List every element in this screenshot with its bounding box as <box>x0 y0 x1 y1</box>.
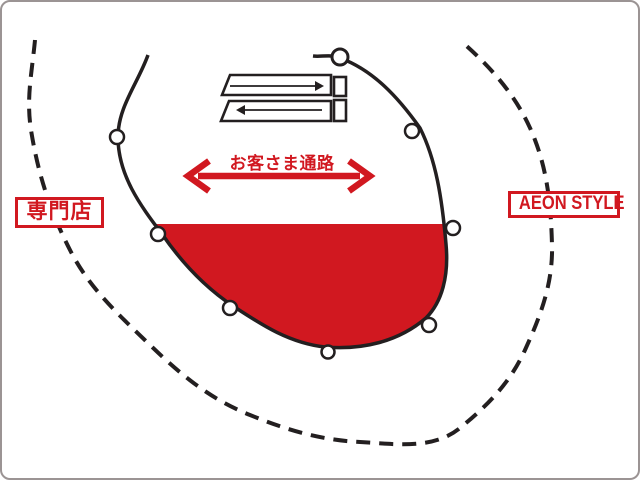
right-zone-label-text: AEON STYLE <box>518 193 625 214</box>
column-marker <box>403 122 421 140</box>
aisle-label: お客さま通路 <box>229 154 335 173</box>
column-marker <box>149 225 167 243</box>
column-markers <box>108 47 462 360</box>
column-marker <box>221 299 239 317</box>
right-zone-label: AEON STYLE <box>508 191 625 218</box>
column-marker <box>420 316 438 334</box>
column-marker <box>320 344 336 360</box>
escalator-right <box>220 73 348 98</box>
red-sale-area <box>118 224 447 348</box>
escalator-left-body <box>219 99 333 123</box>
aisle-double-arrow-icon <box>182 158 376 194</box>
oval-floor-outline <box>116 54 449 350</box>
escalator-right-landing <box>332 75 348 98</box>
escalator-left-arrowhead-icon <box>236 105 245 115</box>
escalator-right-arrowhead-icon <box>315 81 324 91</box>
escalator-left <box>219 98 348 123</box>
escalator-right-body <box>220 73 333 97</box>
left-zone-label: 専門店 <box>15 197 104 228</box>
column-marker <box>444 219 462 237</box>
column-marker <box>330 47 350 67</box>
column-marker <box>108 128 126 146</box>
left-zone-label-text: 専門店 <box>26 200 93 223</box>
escalator-left-landing <box>332 98 348 123</box>
